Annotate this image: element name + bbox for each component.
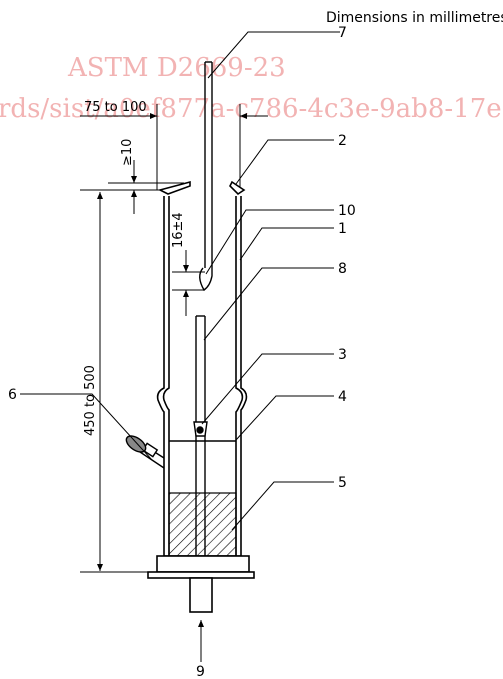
vessel-left-wall: [156, 196, 165, 556]
watermark-line2: rds/sist/a0ef877a-c786-4c3e-9ab8-17e2: [0, 94, 503, 124]
dimension-lines: [80, 104, 268, 662]
watermark: ASTM D2669-23 rds/sist/a0ef877a-c786-4c3…: [0, 53, 503, 124]
sample-region: [168, 492, 237, 557]
dim-height: 450 to 500: [83, 365, 98, 436]
dim-lip: ≥10: [120, 139, 135, 166]
dim-probe-gap: 16±4: [171, 212, 186, 248]
callout-7: 7: [338, 25, 347, 41]
callout-9: 9: [196, 664, 205, 679]
dim-width: 75 to 100: [84, 100, 147, 115]
vessel: [156, 180, 248, 557]
units-note: Dimensions in millimetres: [326, 10, 503, 26]
callout-5: 5: [338, 475, 347, 491]
callout-2: 2: [338, 133, 347, 149]
vessel-right-wall: [235, 196, 244, 556]
callout-6: 6: [8, 387, 17, 403]
callout-3: 3: [338, 347, 347, 363]
top-probe: [199, 61, 213, 291]
inner-rod: [193, 315, 208, 556]
watermark-line1: ASTM D2669-23: [67, 53, 286, 83]
callout-8: 8: [338, 261, 347, 277]
callout-4: 4: [338, 389, 347, 405]
callout-1: 1: [338, 221, 347, 237]
leader-lines: [20, 31, 340, 531]
callouts: 7 2 10 1 8 3 4 5 6 9: [8, 25, 356, 679]
callout-10: 10: [338, 203, 356, 219]
base: [147, 555, 255, 613]
